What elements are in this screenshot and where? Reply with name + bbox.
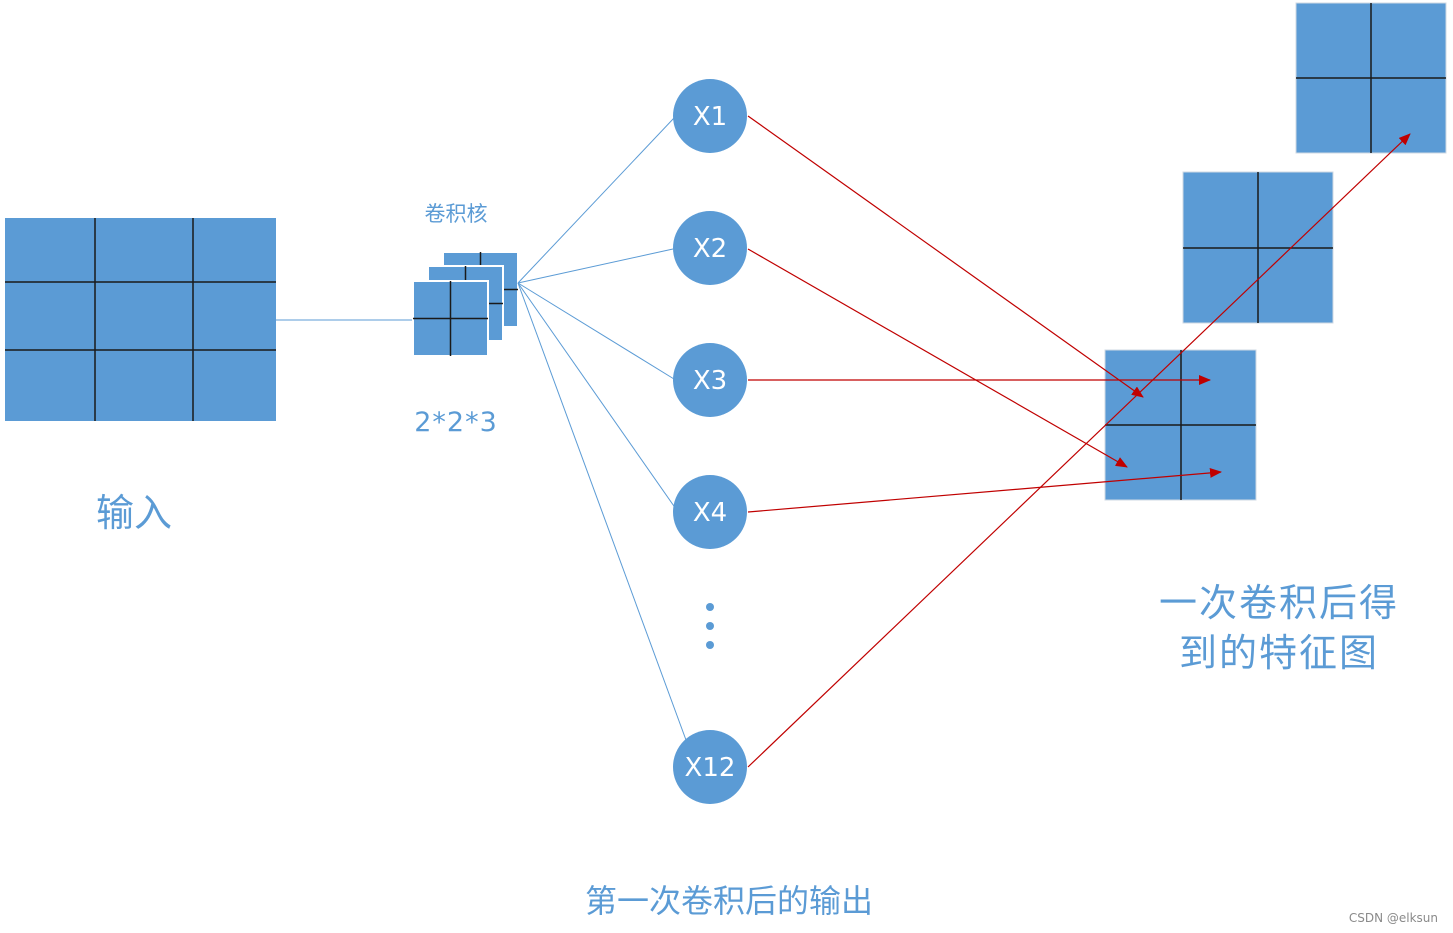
input-label: 输入 [96, 491, 172, 535]
node-label: X2 [693, 234, 727, 264]
node-x12: X12 [673, 730, 747, 804]
node-x1: X1 [673, 79, 747, 153]
node-label: X1 [693, 102, 727, 132]
feature-map-middle [1182, 171, 1334, 324]
kernel-size-label: 2*2*3 [414, 407, 498, 438]
node-circle [673, 79, 747, 153]
output-caption: 第一次卷积后的输出 [585, 882, 873, 920]
feature-map-label-line1: 一次卷积后得 [1159, 581, 1399, 625]
node-circle [673, 475, 747, 549]
ellipsis-dot [706, 641, 714, 649]
kernel-to-node-lines [517, 117, 687, 741]
kernel-stack [412, 251, 519, 357]
kernel-layer-front [412, 280, 489, 357]
feature-map-back [1295, 2, 1447, 154]
feature-map-stack [1104, 2, 1447, 501]
fan-line-x3 [517, 282, 675, 380]
node-label: X4 [693, 498, 727, 528]
arrow-x4 [747, 467, 1222, 513]
node-circle [673, 730, 747, 804]
watermark: CSDN @elksun [1349, 911, 1438, 925]
arrow-x12 [747, 133, 1411, 768]
fan-line-x12 [517, 282, 687, 741]
input-grid [5, 218, 276, 421]
node-label: X3 [693, 366, 727, 396]
node-label: X12 [685, 753, 736, 783]
output-nodes: X1 X2 X3 X4 X12 [673, 79, 747, 804]
fan-line-x2 [517, 248, 674, 284]
ellipsis-dot [706, 622, 714, 630]
kernel-label: 卷积核 [425, 202, 488, 226]
node-x3: X3 [673, 343, 747, 417]
node-x4: X4 [673, 475, 747, 549]
node-circle [673, 211, 747, 285]
arrow-x2 [747, 248, 1128, 468]
vertical-ellipsis [706, 603, 714, 649]
arrow-x1 [747, 115, 1144, 398]
feature-map-front [1104, 349, 1257, 501]
fan-line-x1 [517, 117, 675, 284]
node-to-map-arrows [747, 115, 1411, 768]
ellipsis-dot [706, 603, 714, 611]
node-circle [673, 343, 747, 417]
input-grid-background [5, 218, 276, 421]
node-x2: X2 [673, 211, 747, 285]
feature-map-label-line2: 到的特征图 [1179, 631, 1379, 675]
fan-line-x4 [517, 282, 677, 510]
